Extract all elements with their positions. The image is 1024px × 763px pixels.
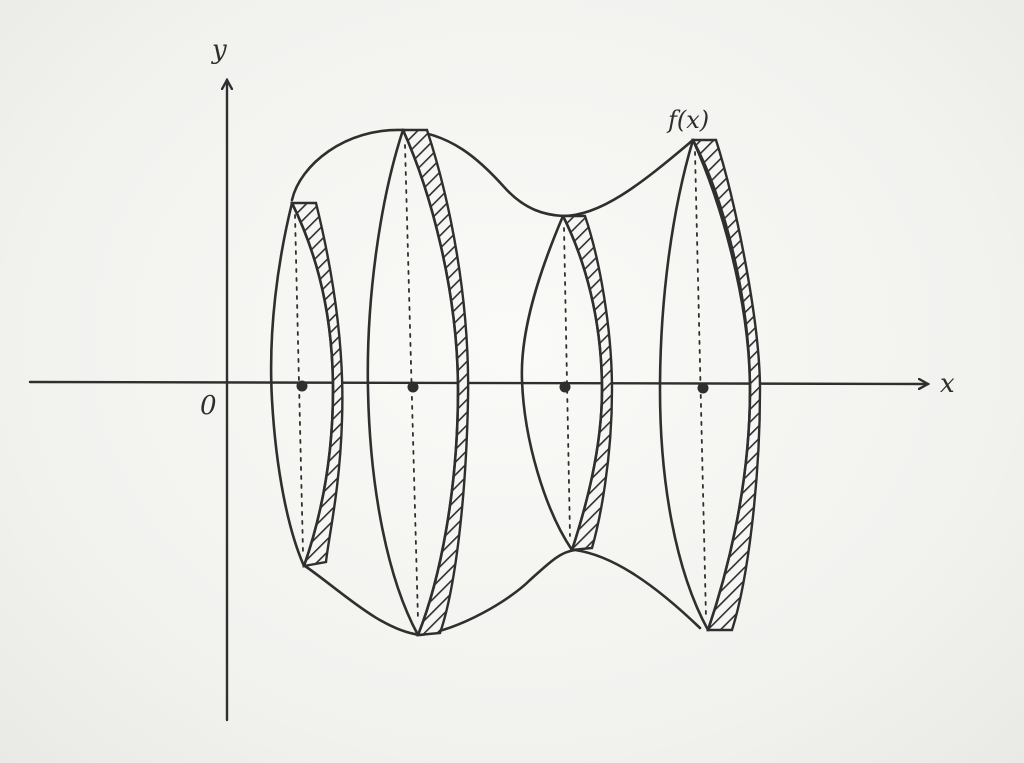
disc-3 (520, 214, 614, 552)
disc-3-face-left (520, 214, 574, 552)
disc-2-face-left (366, 128, 420, 637)
lower-curve (303, 548, 702, 637)
disc-1-radius-dashed (294, 214, 304, 553)
upper-curve (290, 128, 695, 218)
disc-2 (366, 128, 470, 637)
disc-3-center-point (559, 381, 571, 393)
disc-1-center-point (296, 380, 308, 392)
x-axis (28, 382, 928, 384)
disc-4-face-right (691, 138, 752, 632)
disc-2-face-right (401, 128, 460, 637)
disc-1-face-left (269, 201, 306, 568)
disc-1-face-right (290, 201, 335, 568)
y-axis-label: y (211, 35, 227, 65)
origin-label: 0 (200, 391, 217, 421)
disc-2-center-point (407, 381, 419, 393)
x-axis-label: x (940, 369, 955, 399)
disc-4-center-point (697, 382, 709, 394)
function-label: f(x) (666, 106, 709, 134)
disc-3-face-right (561, 214, 604, 552)
disc-4-radius-dashed (694, 151, 707, 619)
disc-1 (269, 201, 344, 568)
disc-4-face-left (658, 138, 710, 632)
disc-4 (658, 138, 762, 632)
